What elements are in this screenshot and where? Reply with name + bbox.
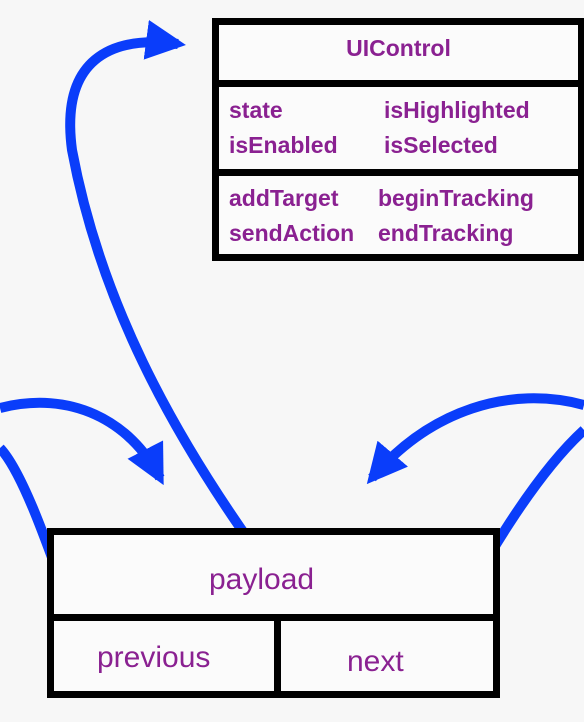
- uicontrol-title: UIControl: [346, 35, 451, 61]
- incoming-previous-arrow: [0, 397, 165, 486]
- uicontrol-class-box: UIControl state isHighlighted isEnabled …: [212, 18, 584, 261]
- payload-to-uicontrol-arrow: [65, 19, 263, 556]
- property-is-highlighted: isHighlighted: [384, 97, 530, 123]
- method-add-target: addTarget: [229, 185, 339, 211]
- uicontrol-divider-top: [219, 80, 578, 87]
- method-end-tracking: endTracking: [378, 220, 514, 246]
- previous-label: previous: [97, 641, 211, 674]
- node-divider-horizontal: [54, 614, 493, 621]
- next-label: next: [347, 645, 404, 678]
- payload-label: payload: [209, 563, 315, 596]
- method-send-action: sendAction: [229, 220, 355, 246]
- method-begin-tracking: beginTracking: [378, 185, 534, 211]
- property-is-selected: isSelected: [384, 132, 498, 158]
- property-state: state: [229, 97, 283, 123]
- incoming-next-arrow: [366, 393, 584, 485]
- linked-list-node: payload previous next: [47, 528, 500, 698]
- property-is-enabled: isEnabled: [229, 132, 338, 158]
- node-divider-vertical: [274, 614, 281, 691]
- uicontrol-divider-bottom: [219, 169, 578, 176]
